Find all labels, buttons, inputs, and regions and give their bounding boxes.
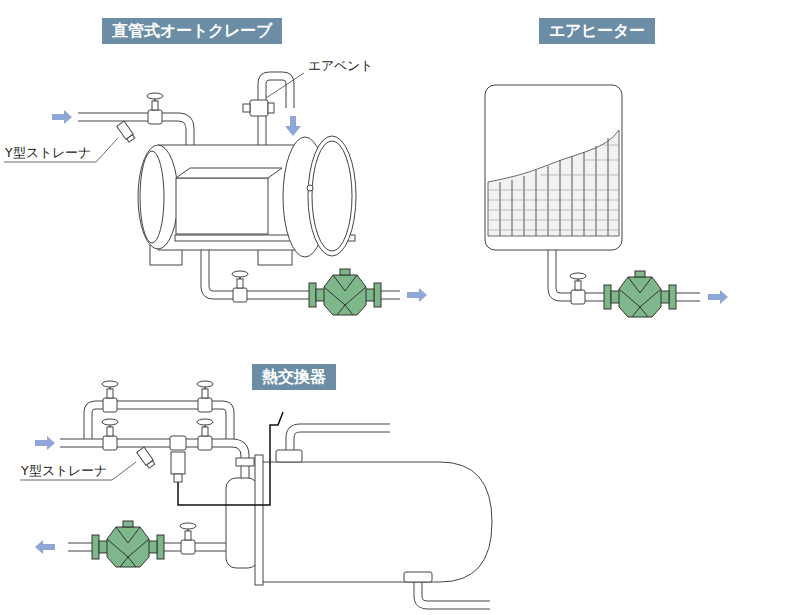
heat-exchanger-drawing-part [180, 523, 196, 554]
part-label: エアベント [307, 59, 374, 73]
autoclave-drawing-part [117, 121, 136, 143]
heat-exchanger-drawing [20, 381, 492, 605]
heat-exchanger-drawing-part [418, 580, 490, 605]
autoclave-drawing-part [140, 151, 164, 243]
air-heater-drawing-part [485, 85, 622, 250]
heat-exchanger-drawing-part [404, 572, 432, 582]
autoclave-drawing-part [147, 93, 163, 124]
heat-exchanger-drawing-part [255, 455, 263, 585]
heat-exchanger-drawing-part [171, 452, 185, 474]
heat-exchanger-drawing-part [236, 458, 254, 466]
autoclave-drawing-part [4, 138, 118, 162]
heat-exchanger-drawing-part [197, 381, 213, 412]
autoclave-drawing-part [285, 116, 301, 136]
heat-exchanger-drawing-part [137, 447, 156, 469]
air-heater-drawing-part [488, 130, 619, 236]
strainer-label: Y型ストレーナ [4, 146, 92, 160]
air-heater-drawing-part [708, 290, 728, 304]
heat-exchanger-drawing-part [178, 412, 283, 505]
heat-exchanger-drawing-part [226, 478, 258, 568]
autoclave-drawing-part [308, 136, 356, 256]
heat-exchanger-drawing-part [170, 436, 186, 450]
heat-exchanger-drawing-part-part [147, 461, 155, 468]
autoclave-drawing-part [307, 185, 313, 191]
air-heater-drawing-part [500, 138, 608, 236]
heat-exchanger-drawing-part [290, 428, 390, 462]
air-heater-drawing-part [604, 271, 676, 317]
autoclave-drawing-part [243, 104, 250, 112]
autoclave-drawing-part [52, 110, 72, 124]
heat-exchanger-drawing-part [102, 381, 118, 412]
air-heater-drawing [485, 85, 728, 317]
heat-exchanger-drawing-part [262, 462, 492, 582]
heat-exchanger-drawing-part [197, 419, 213, 450]
heat-exchanger-drawing-part [276, 450, 302, 462]
autoclave-drawing-part [176, 178, 268, 234]
heat-exchanger-drawing-part [418, 580, 490, 605]
heat-exchanger-drawing-part [35, 436, 55, 450]
heat-exchanger-drawing-part [35, 540, 55, 554]
autoclave-drawing-part [232, 271, 248, 302]
heat-exchanger-drawing-part [92, 521, 164, 567]
section-title: 直管式オートクレーブ [112, 21, 272, 40]
autoclave-drawing-part [266, 73, 304, 98]
section-title-banner: 熱交換器 [252, 364, 336, 389]
autoclave-drawing [4, 73, 427, 315]
autoclave-drawing-part-part [127, 135, 135, 142]
air-heater-drawing-part [570, 273, 586, 304]
autoclave-drawing-part [268, 103, 274, 113]
section-title-banner: エアヒーター [539, 18, 655, 43]
autoclave-drawing-part [309, 269, 381, 315]
section-title-banner: 直管式オートクレーブ [102, 18, 282, 43]
autoclave-drawing-part [138, 145, 178, 249]
heat-exchanger-drawing-part [174, 474, 182, 482]
autoclave-drawing-part [407, 288, 427, 302]
heat-exchanger-drawing-part [102, 419, 118, 450]
autoclave-drawing-part [176, 168, 282, 178]
air-heater-drawing-part [488, 145, 619, 230]
heat-exchanger-drawing-part [290, 428, 390, 462]
section-title: 熱交換器 [262, 367, 326, 386]
strainer-label: Y型ストレーナ [20, 464, 108, 478]
heat-exchanger-drawing-part [20, 462, 136, 480]
autoclave-drawing-part [250, 100, 268, 116]
section-title: エアヒーター [549, 21, 645, 40]
autoclave-drawing-part [312, 141, 352, 251]
